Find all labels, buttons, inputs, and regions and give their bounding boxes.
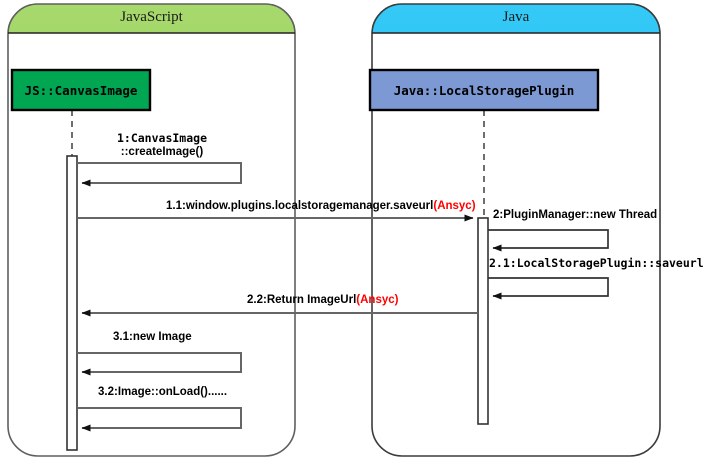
message-label-1: 1:CanvasImage ::createImage() — [76, 131, 248, 158]
message-3-2-self-call — [77, 407, 242, 432]
message-label-3-2: 3.2:Image::onLoad()...... — [98, 386, 228, 398]
frame-title-java: Java — [502, 9, 530, 25]
frame-title-javascript: JavaScript — [120, 9, 183, 25]
message-label-1-line1: 1:CanvasImage — [116, 131, 207, 145]
message-label-2-2-text: 2.2:Return ImageUrl — [247, 294, 357, 306]
message-label-2-1: 2.1:LocalStoragePlugin::saveurl — [489, 256, 704, 270]
message-label-2: 2:PluginManager::new Thread — [493, 209, 658, 221]
activation-bar-js — [66, 155, 78, 451]
message-2-1-self-call — [488, 277, 609, 300]
message-label-1-1-async-tag: (Ansyc) — [433, 200, 476, 212]
message-label-1-1: 1.1:window.plugins.localstoragemanager.s… — [166, 196, 476, 214]
message-label-1-1-text: 1.1:window.plugins.localstoragemanager.s… — [166, 200, 434, 212]
actor-label-js-canvasimage: JS::CanvasImage — [24, 83, 138, 98]
frame-javascript — [7, 3, 296, 457]
actor-box-js-canvasimage — [10, 68, 152, 112]
activation-bar-java — [477, 217, 489, 425]
message-3-1-self-call — [77, 352, 242, 376]
message-label-2-2-async-tag: (Ansyc) — [356, 294, 399, 306]
message-label-2-2: 2.2:Return ImageUrl(Ansyc) — [247, 290, 398, 308]
actor-box-java-localstorageplugin — [368, 68, 600, 112]
message-label-3-1: 3.1:new Image — [113, 331, 192, 343]
message-1-self-call — [77, 162, 242, 187]
message-2-self-call — [488, 229, 609, 252]
actor-label-java-localstorageplugin: Java::LocalStoragePlugin — [393, 83, 575, 98]
message-label-1-line2: ::createImage() — [120, 146, 204, 158]
